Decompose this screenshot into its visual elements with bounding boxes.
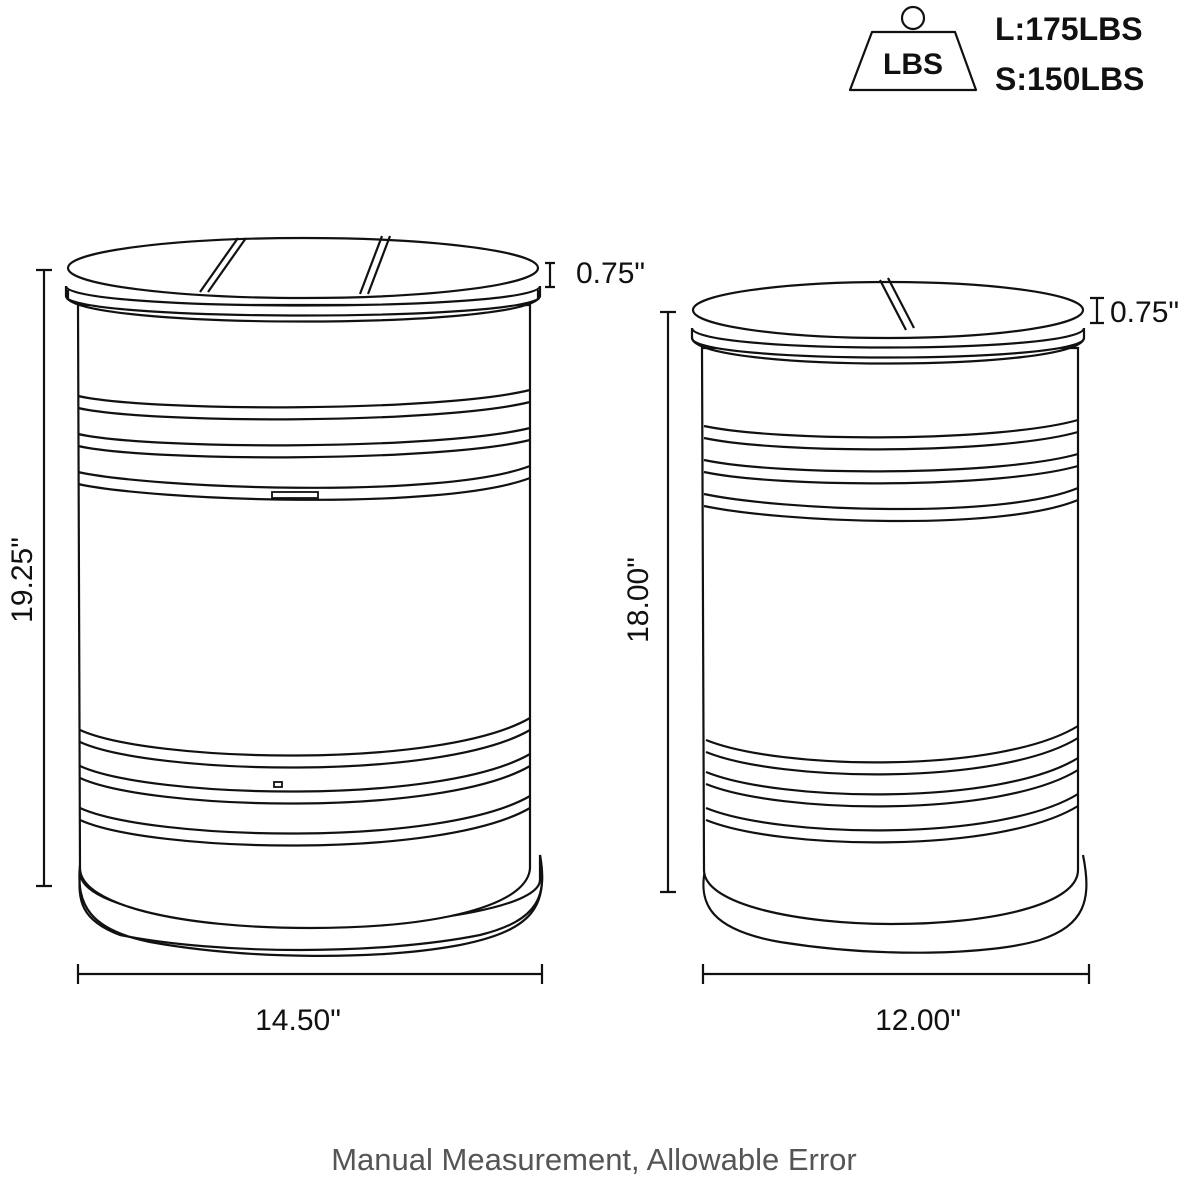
large-weight-capacity: L:175LBS [995,11,1143,47]
large-height-label: 19.25" [6,537,39,623]
large-table-bands [77,388,531,847]
small-height-label: 18.00" [622,557,655,643]
small-table-lid [690,277,1086,365]
large-table-drawing [64,235,544,957]
large-lid-thickness-label: 0.75" [576,257,645,290]
small-lid-thickness-dimension: 0.75" [1090,296,1179,329]
large-table-body [76,303,532,930]
small-lid-thickness-label: 0.75" [1110,296,1179,329]
measurement-note: Manual Measurement, Allowable Error [331,1142,857,1177]
small-height-dimension: 18.00" [622,310,676,894]
large-lid-thickness-dimension: 0.75" [545,257,645,290]
small-weight-capacity: S:150LBS [995,61,1144,97]
large-width-dimension: 14.50" [76,964,544,1037]
small-width-dimension: 12.00" [701,964,1091,1037]
small-table-drawing [690,277,1088,954]
large-height-dimension: 19.25" [6,268,52,888]
small-table-base [702,854,1088,954]
weight-icon: LBS [848,5,978,92]
large-width-label: 14.50" [255,1004,341,1037]
weight-capacity-badge: LBS L:175LBS S:150LBS [848,5,1144,97]
large-table-lid [64,235,542,323]
weight-icon-label: LBS [883,48,943,81]
small-width-label: 12.00" [875,1004,961,1037]
small-table-body [700,346,1080,926]
small-table-bands [703,418,1079,844]
